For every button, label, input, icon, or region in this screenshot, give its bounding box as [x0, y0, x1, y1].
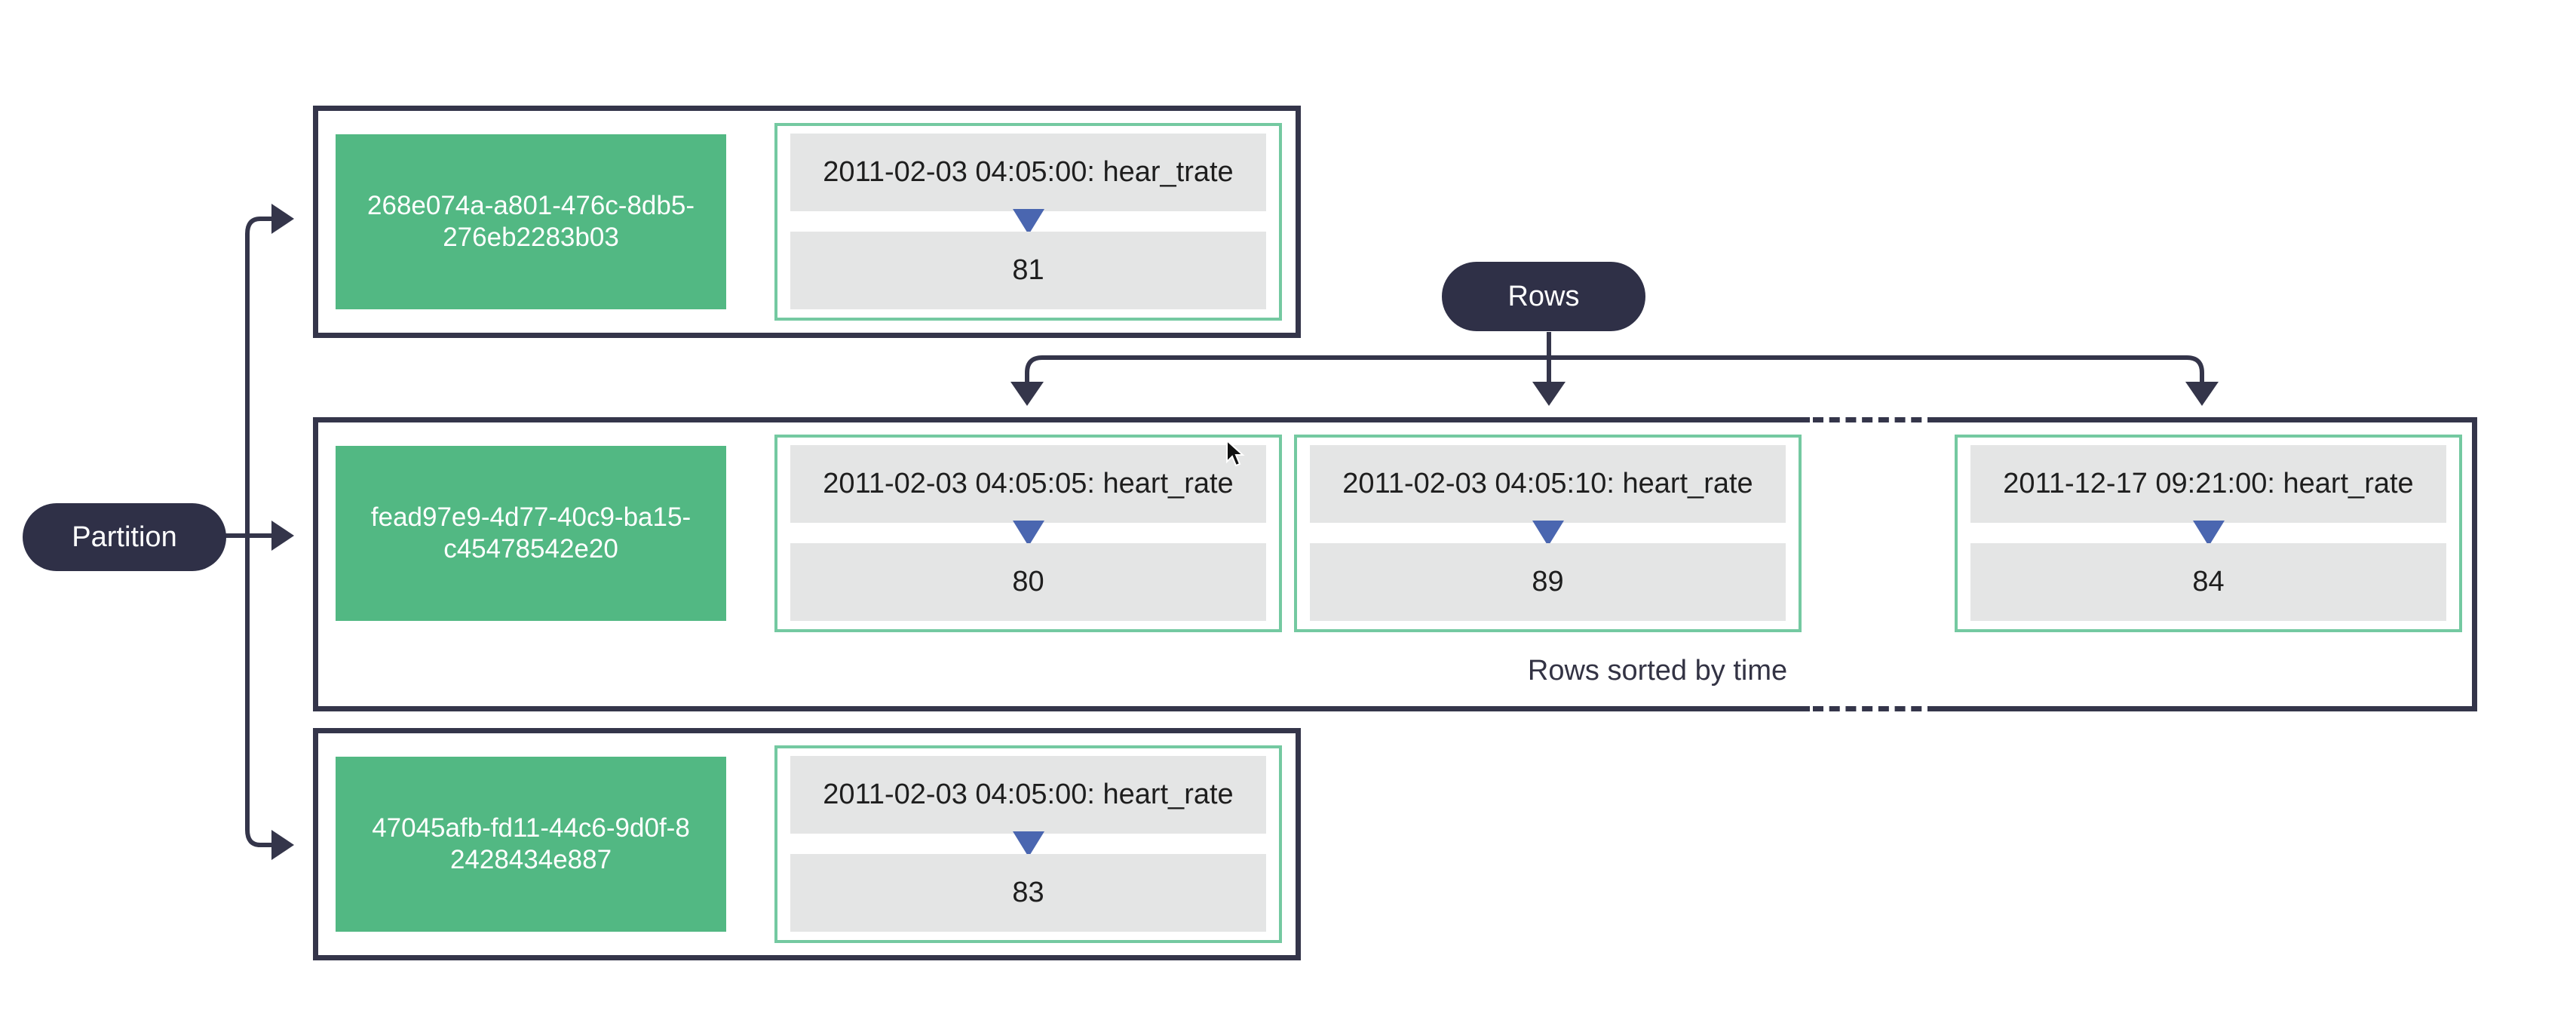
partition-key-3: 47045afb-fd11-44c6-9d0f-82428434e887: [336, 757, 726, 932]
rows-arrow-1: [1010, 382, 1044, 406]
cell-5-label: 2011-02-03 04:05:00: heart_rate: [790, 756, 1266, 834]
row-cell-3: 2011-02-03 04:05:10: heart_rate 89: [1294, 435, 1802, 632]
partition-pill: Partition: [23, 503, 226, 571]
rows-arrow-2: [1532, 382, 1566, 406]
cell-4-label: 2011-12-17 09:21:00: heart_rate: [1970, 445, 2446, 523]
row-2-top-dash-line: [1813, 417, 1938, 422]
arrow-to-row-2: [271, 521, 294, 551]
partition-key-2-text: fead97e9-4d77-40c9-ba15-c45478542e20: [370, 502, 692, 564]
cell-5-marker: [1012, 831, 1044, 857]
partition-label: Partition: [72, 521, 177, 553]
arrow-to-row-1: [271, 204, 294, 234]
row-cell-4: 2011-12-17 09:21:00: heart_rate 84: [1955, 435, 2462, 632]
cell-4-value: 84: [1970, 543, 2446, 621]
rows-label: Rows: [1507, 280, 1580, 312]
row-cell-1: 2011-02-03 04:05:00: hear_trate 81: [774, 123, 1282, 321]
partition-key-3-text: 47045afb-fd11-44c6-9d0f-82428434e887: [372, 813, 690, 874]
mouse-cursor-icon: [1226, 439, 1245, 467]
row-2-bottom-dash-line: [1813, 706, 1938, 711]
rows-pill: Rows: [1442, 262, 1645, 331]
partition-key-1-text: 268e074a-a801-476c-8db5-276eb2283b03: [367, 191, 695, 252]
cell-2-label: 2011-02-03 04:05:05: heart_rate: [790, 445, 1266, 523]
partition-key-1: 268e074a-a801-476c-8db5-276eb2283b03: [336, 134, 726, 309]
row-cell-2: 2011-02-03 04:05:05: heart_rate 80: [774, 435, 1282, 632]
cell-1-value: 81: [790, 232, 1266, 309]
row-cell-5: 2011-02-03 04:05:00: heart_rate 83: [774, 745, 1282, 943]
rows-arrow-3: [2185, 382, 2219, 406]
partition-key-2: fead97e9-4d77-40c9-ba15-c45478542e20: [336, 446, 726, 621]
cell-2-marker: [1012, 521, 1044, 546]
cell-1-label: 2011-02-03 04:05:00: hear_trate: [790, 134, 1266, 211]
rows-bracket: [1025, 355, 2204, 389]
arrow-to-row-3: [271, 830, 294, 860]
cell-4-marker: [2192, 521, 2225, 546]
cell-3-label: 2011-02-03 04:05:10: heart_rate: [1310, 445, 1786, 523]
rows-sorted-label: Rows sorted by time: [1527, 654, 1788, 687]
partition-tree-line: [245, 217, 261, 847]
cell-3-marker: [1532, 521, 1564, 546]
cell-2-value: 80: [790, 543, 1266, 621]
cell-3-value: 89: [1310, 543, 1786, 621]
cell-1-marker: [1012, 209, 1044, 235]
cell-5-value: 83: [790, 854, 1266, 932]
